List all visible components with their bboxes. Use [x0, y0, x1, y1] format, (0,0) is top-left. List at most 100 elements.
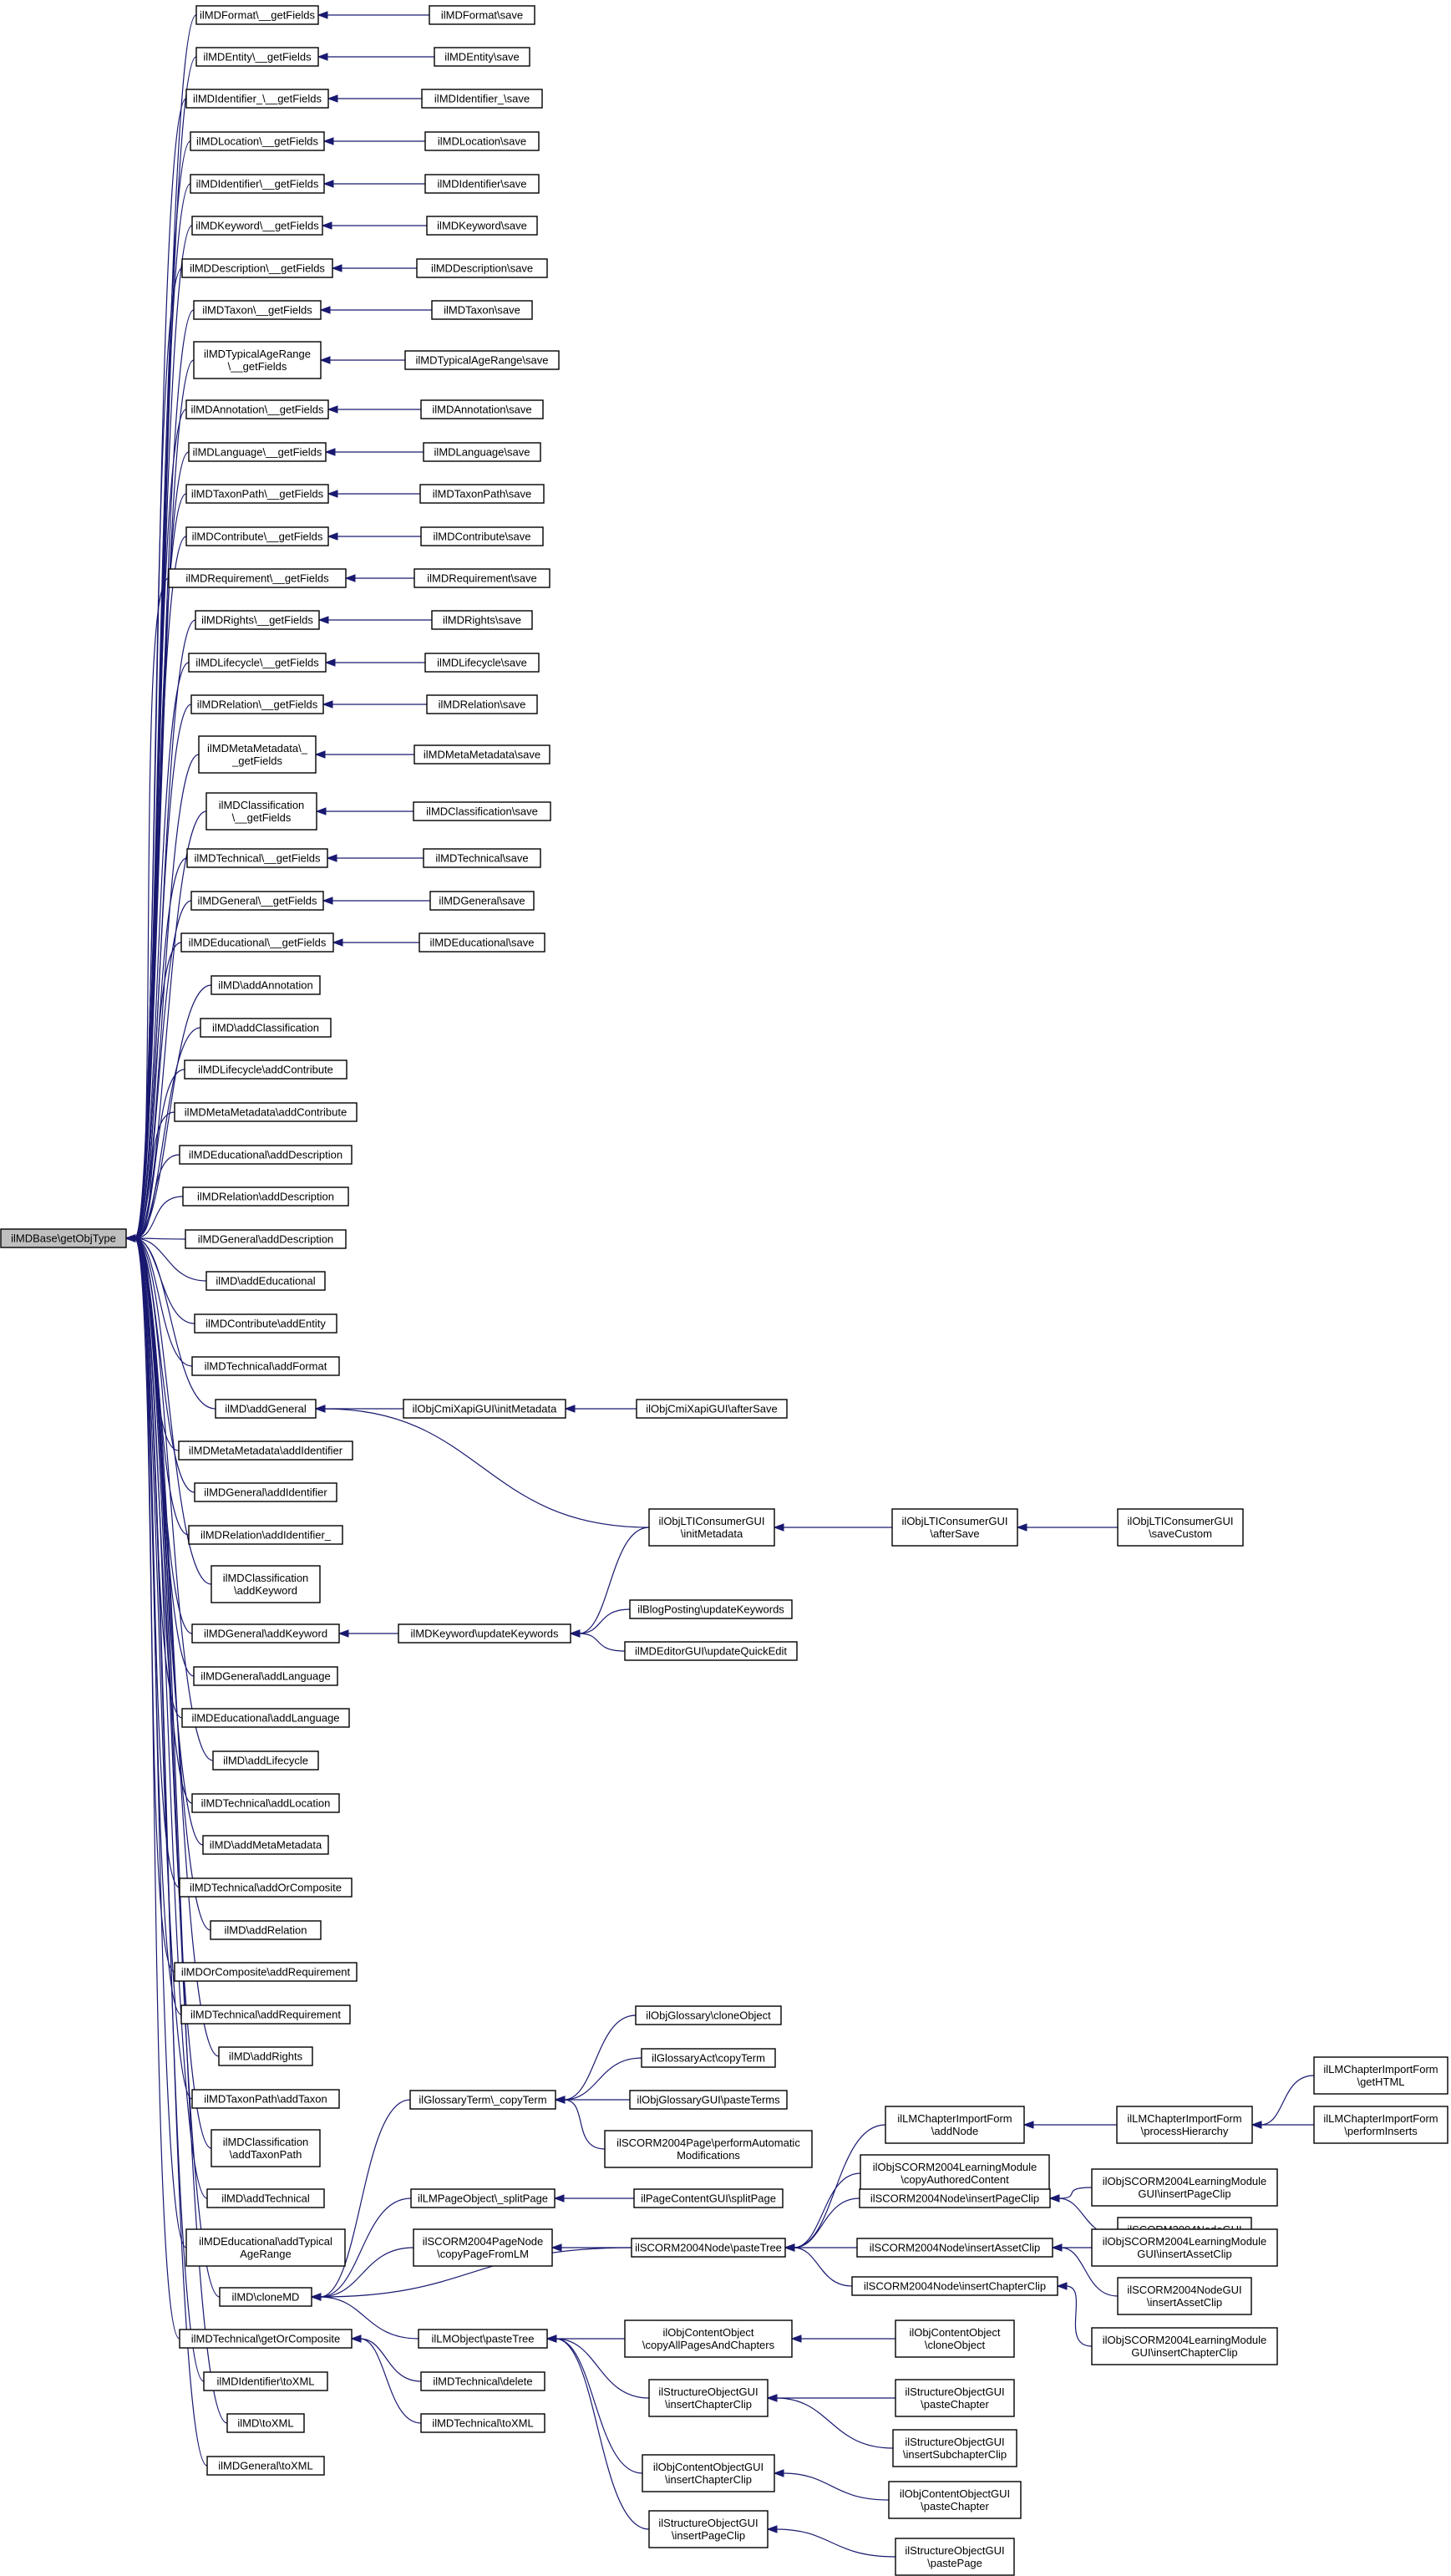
graph-node[interactable]: ilMDRelation\addDescription	[182, 1186, 349, 1207]
graph-node[interactable]: ilMDGeneral\__getFields	[190, 891, 324, 911]
graph-node[interactable]: ilMDOrComposite\addRequirement	[174, 1962, 358, 1982]
graph-node[interactable]: ilMDLanguage\save	[423, 442, 541, 462]
graph-node[interactable]: ilMD\addClassification	[200, 1018, 332, 1038]
graph-node[interactable]: ilMDRequirement\__getFields	[168, 568, 347, 588]
graph-node[interactable]: ilMDKeyword\save	[426, 216, 538, 236]
graph-node[interactable]: ilMD\addEducational	[205, 1271, 326, 1291]
graph-node[interactable]: ilSCORM2004PageNode\copyPageFromLM	[413, 2228, 553, 2267]
graph-node[interactable]: ilMD\addRights	[218, 2046, 313, 2066]
graph-node[interactable]: ilMDDescription\save	[416, 258, 548, 278]
graph-node[interactable]: ilMDLifecycle\__getFields	[188, 653, 327, 673]
graph-node[interactable]: ilMDTaxonPath\__getFields	[185, 484, 329, 504]
graph-node[interactable]: ilMDTechnical\addOrComposite	[179, 1877, 353, 1898]
graph-node[interactable]: ilMDClassification\save	[413, 801, 551, 821]
graph-node[interactable]: ilObjContentObject\copyAllPagesAndChapte…	[624, 2319, 793, 2358]
graph-node[interactable]: ilMDMetaMetadata\addContribute	[174, 1102, 358, 1122]
graph-node[interactable]: ilMDEntity\save	[434, 47, 530, 67]
graph-node[interactable]: ilMDEditorGUI\updateQuickEdit	[624, 1641, 798, 1661]
graph-node[interactable]: ilMD\cloneMD	[219, 2287, 312, 2307]
graph-node[interactable]: ilMDTechnical\__getFields	[186, 848, 328, 868]
graph-node[interactable]: ilMDKeyword\__getFields	[191, 216, 323, 236]
graph-node[interactable]: ilSCORM2004Node\insertChapterClip	[851, 2276, 1058, 2296]
graph-node[interactable]: ilMDTechnical\toXML	[420, 2413, 545, 2433]
graph-node[interactable]: ilMDEducational\__getFields	[180, 932, 334, 953]
graph-node[interactable]: ilObjLTIConsumerGUI\saveCustom	[1117, 1508, 1244, 1547]
graph-node[interactable]: ilGlossaryAct\copyTerm	[641, 2048, 776, 2068]
graph-node[interactable]: ilMDContribute\addEntity	[194, 1313, 337, 1334]
graph-node[interactable]: ilMDTypicalAgeRange\__getFields	[193, 341, 322, 379]
graph-node[interactable]: ilObjContentObjectGUI\insertChapterClip	[642, 2454, 775, 2492]
graph-node[interactable]: ilMDLanguage\__getFields	[188, 442, 327, 462]
graph-node[interactable]: ilLMObject\pasteTree	[418, 2329, 548, 2349]
graph-node[interactable]: ilSCORM2004Node\insertAssetClip	[856, 2238, 1053, 2258]
graph-node[interactable]: ilObjContentObjectGUI\pasteChapter	[888, 2481, 1022, 2519]
graph-node[interactable]: ilMDTypicalAgeRange\save	[404, 350, 560, 370]
graph-node[interactable]: ilMDDescription\__getFields	[181, 258, 333, 278]
graph-node[interactable]: ilStructureObjectGUI\insertPageClip	[648, 2510, 769, 2548]
graph-node[interactable]: ilMDAnnotation\save	[420, 399, 544, 419]
graph-node[interactable]: ilMDClassification\__getFields	[205, 792, 317, 831]
graph-node[interactable]: ilStructureObjectGUI\insertSubchapterCli…	[892, 2429, 1017, 2467]
graph-node[interactable]: ilStructureObjectGUI\pastePage	[895, 2538, 1015, 2576]
graph-node[interactable]: ilStructureObjectGUI\insertChapterClip	[648, 2379, 769, 2417]
graph-node[interactable]: ilMDRights\save	[431, 610, 533, 630]
graph-node[interactable]: ilMDGeneral\toXML	[206, 2456, 325, 2476]
graph-node[interactable]: ilMDGeneral\addKeyword	[191, 1623, 340, 1644]
graph-node[interactable]: ilSCORM2004NodeGUI\insertAssetClip	[1117, 2277, 1252, 2315]
graph-node[interactable]: ilMD\addTechnical	[206, 2188, 325, 2208]
graph-node[interactable]: ilMDEntity\__getFields	[195, 47, 319, 67]
graph-node[interactable]: ilMDLocation\__getFields	[190, 131, 325, 151]
graph-node[interactable]: ilMDKeyword\updateKeywords	[398, 1623, 571, 1644]
graph-node[interactable]: ilMDGeneral\addDescription	[185, 1229, 347, 1249]
graph-node[interactable]: ilMDMetaMetadata\addIdentifier	[178, 1440, 353, 1461]
graph-node[interactable]: ilMDTaxonPath\addTaxon	[191, 2089, 340, 2109]
graph-node[interactable]: ilMDEducational\save	[419, 932, 545, 953]
graph-node[interactable]: ilMD\addAnnotation	[211, 975, 321, 995]
graph-node[interactable]: ilLMChapterImportForm\addNode	[885, 2106, 1025, 2144]
graph-node[interactable]: ilSCORM2004Node\pasteTree	[631, 2238, 786, 2258]
graph-node[interactable]: ilMD\addRelation	[210, 1920, 322, 1940]
graph-node[interactable]: ilObjCmiXapiGUI\initMetadata	[403, 1399, 566, 1419]
graph-node[interactable]: ilMDLocation\save	[424, 131, 540, 151]
graph-node[interactable]: ilMDIdentifier\__getFields	[190, 174, 325, 194]
graph-node[interactable]: ilMDFormat\__getFields	[195, 5, 319, 25]
graph-node[interactable]: ilMDGeneral\save	[429, 891, 535, 911]
graph-node[interactable]: ilMDRelation\save	[426, 694, 538, 714]
graph-node[interactable]: ilMDClassification\addKeyword	[211, 1565, 321, 1603]
graph-node[interactable]: ilObjCmiXapiGUI\afterSave	[636, 1399, 788, 1419]
graph-node[interactable]: ilMDRelation\addIdentifier_	[188, 1525, 343, 1545]
graph-node[interactable]: ilSCORM2004Node\insertPageClip	[859, 2188, 1051, 2208]
graph-node[interactable]: ilMDTechnical\addRequirement	[180, 2004, 351, 2025]
graph-node[interactable]: ilPageContentGUI\splitPage	[633, 2188, 784, 2208]
graph-node[interactable]: ilLMChapterImportForm\getHTML	[1313, 2056, 1448, 2095]
graph-node[interactable]: ilObjContentObject\cloneObject	[895, 2319, 1015, 2358]
graph-node[interactable]: ilMDTechnical\delete	[420, 2371, 545, 2391]
graph-node[interactable]: ilMDIdentifier\toXML	[203, 2371, 328, 2391]
graph-node[interactable]: ilMDGeneral\addIdentifier	[194, 1482, 337, 1502]
graph-node[interactable]: ilMDContribute\save	[420, 526, 544, 546]
graph-node[interactable]: ilMD\addLifecycle	[212, 1750, 319, 1771]
graph-node[interactable]: ilMDIdentifier_\__getFields	[185, 89, 329, 109]
graph-node[interactable]: ilMDTechnical\save	[423, 848, 541, 868]
graph-node[interactable]: ilMDRights\__getFields	[195, 610, 320, 630]
graph-node[interactable]: ilMDTechnical\addFormat	[191, 1356, 340, 1376]
graph-node[interactable]: ilObjSCORM2004LearningModuleGUI\insertCh…	[1091, 2327, 1278, 2365]
graph-node[interactable]: ilMDIdentifier\save	[424, 174, 540, 194]
graph-node[interactable]: ilMDIdentifier_\save	[421, 89, 543, 109]
graph-node[interactable]: ilObjLTIConsumerGUI\initMetadata	[648, 1508, 775, 1547]
graph-node[interactable]: ilLMChapterImportForm\processHierarchy	[1116, 2106, 1253, 2144]
graph-node[interactable]: ilMDTechnical\getOrComposite	[179, 2329, 353, 2349]
graph-node[interactable]: ilMDMetaMetadata\save	[413, 744, 550, 765]
graph-node[interactable]: ilLMPageObject\_splitPage	[410, 2188, 556, 2208]
graph-node[interactable]: ilObjLTIConsumerGUI\afterSave	[891, 1508, 1018, 1547]
graph-node[interactable]: ilSCORM2004Page\performAutomaticModifica…	[604, 2130, 813, 2168]
graph-node[interactable]: ilMDEducational\addLanguage	[181, 1708, 350, 1728]
graph-node[interactable]: ilGlossaryTerm\_copyTerm	[409, 2090, 556, 2110]
graph-node[interactable]: ilObjGlossaryGUI\pasteTerms	[629, 2090, 788, 2110]
graph-node[interactable]: ilMDEducational\addDescription	[179, 1145, 353, 1165]
graph-node[interactable]: ilMDRelation\__getFields	[190, 694, 324, 714]
graph-node[interactable]: ilMDLifecycle\addContribute	[184, 1059, 348, 1080]
graph-node[interactable]: ilMDLifecycle\save	[424, 653, 540, 673]
graph-node[interactable]: ilMDClassification\addTaxonPath	[211, 2129, 321, 2167]
